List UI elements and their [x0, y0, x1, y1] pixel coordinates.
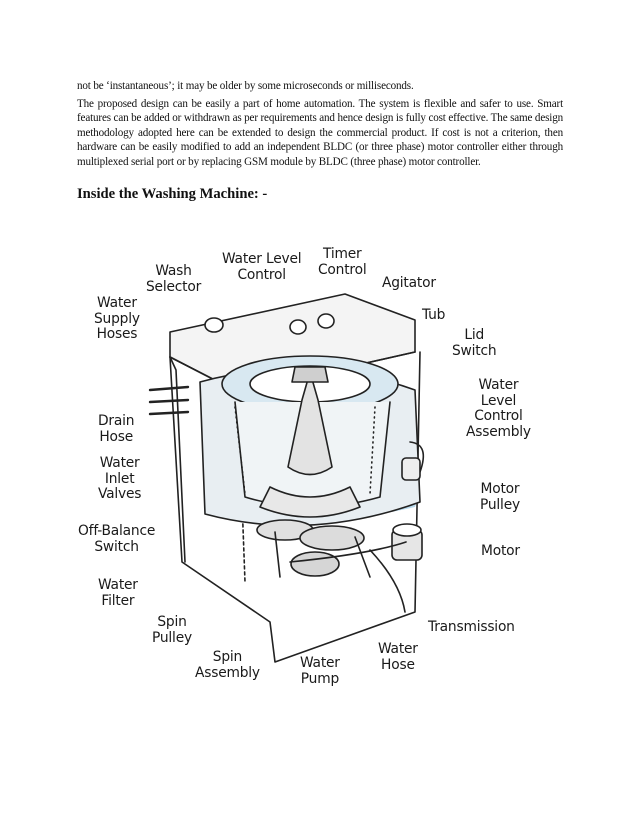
paragraph: The proposed design can be easily a part…	[77, 97, 563, 168]
label-lid-switch: Lid Switch	[452, 327, 497, 359]
label-water-supply-hoses: Water Supply Hoses	[94, 295, 140, 342]
label-spin-pulley: Spin Pulley	[152, 614, 192, 646]
label-water-inlet-valves: Water Inlet Valves	[98, 455, 142, 502]
label-water-hose: Water Hose	[378, 641, 418, 673]
label-water-level-control: Water Level Control	[222, 251, 302, 283]
body-text: not be ‘instantaneous’; it may be older …	[77, 79, 563, 170]
section-heading: Inside the Washing Machine: -	[77, 186, 268, 202]
label-off-balance-switch: Off-Balance Switch	[78, 523, 156, 555]
label-water-pump: Water Pump	[300, 655, 340, 687]
label-motor-pulley: Motor Pulley	[480, 481, 520, 513]
continued-sentence: not be ‘instantaneous’; it may be older …	[77, 80, 414, 92]
label-water-level-control-assembly: Water Level Control Assembly	[466, 377, 531, 440]
label-water-filter: Water Filter	[98, 577, 138, 609]
label-tub: Tub	[422, 307, 446, 323]
label-wash-selector: Wash Selector	[146, 263, 202, 295]
washing-machine-diagram: Wash Selector Water Level Control Timer …	[70, 232, 550, 702]
label-motor: Motor	[481, 543, 520, 559]
label-transmission: Transmission	[428, 619, 515, 635]
washing-machine-illustration	[148, 293, 425, 663]
label-timer-control: Timer Control	[318, 246, 367, 278]
label-drain-hose: Drain Hose	[98, 413, 135, 445]
label-spin-assembly: Spin Assembly	[195, 649, 260, 681]
label-agitator: Agitator	[382, 275, 436, 291]
